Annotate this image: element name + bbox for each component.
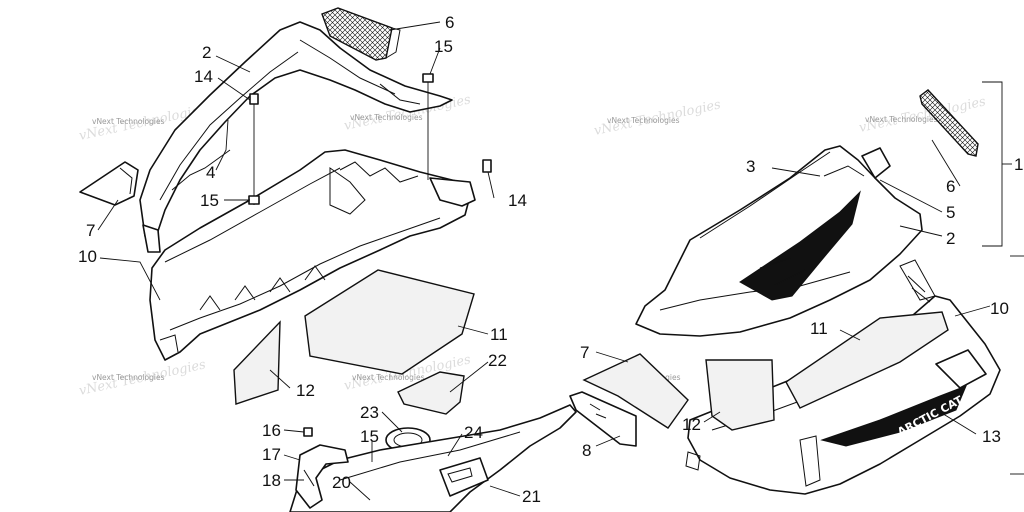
insulation-pad-right	[785, 311, 949, 409]
mount-bracket	[295, 444, 349, 509]
callout-5: 5	[946, 203, 955, 222]
callout-20: 20	[332, 473, 351, 492]
callout-23: 23	[360, 403, 379, 422]
callout-14-left-right: 14	[508, 191, 527, 210]
callout-15-left-top: 15	[434, 37, 453, 56]
callout-4: 4	[206, 163, 215, 182]
side-pad-left	[233, 320, 281, 405]
callout-15-left-bottom: 15	[360, 427, 379, 446]
callout-12-right: 12	[682, 415, 701, 434]
trim-pad-22	[397, 371, 465, 415]
callout-8: 8	[582, 441, 591, 460]
lower-hood-left	[149, 149, 476, 361]
assembly-bracket-1	[982, 81, 1012, 247]
upper-hood-left	[139, 21, 453, 253]
watermark: vNext Technologies	[607, 116, 680, 125]
watermark: vNext Technologies	[865, 115, 938, 124]
side-grille-8	[569, 391, 637, 447]
upper-hood-right	[635, 145, 923, 337]
callout-7-right: 7	[580, 343, 589, 362]
callout-3: 3	[746, 157, 755, 176]
callout-17: 17	[262, 445, 281, 464]
callout-11-right: 11	[810, 319, 828, 338]
callout-6-right: 6	[946, 177, 955, 196]
insulation-pad-left	[304, 269, 475, 375]
callout-numbers: 2 14 6 15 4 14 15 7 10 11 22 12 23 24 16…	[78, 13, 1023, 506]
windshield-left	[79, 161, 139, 206]
lower-console	[289, 404, 577, 512]
callout-13: 13	[982, 427, 1001, 446]
callout-22: 22	[488, 351, 507, 370]
callout-21: 21	[522, 487, 541, 506]
callout-18: 18	[262, 471, 281, 490]
windshield-right	[582, 353, 689, 429]
callout-12-left: 12	[296, 381, 315, 400]
callout-7-left: 7	[86, 221, 95, 240]
callout-16: 16	[262, 421, 281, 440]
callout-11-left: 11	[490, 325, 508, 344]
callout-14-left-top: 14	[194, 67, 213, 86]
callout-10-left: 10	[78, 247, 97, 266]
vent-grille-right	[919, 89, 979, 157]
side-pad-right	[705, 359, 775, 431]
watermark: vNext Technologies	[92, 373, 165, 382]
edge-marks	[1010, 255, 1024, 475]
callout-24: 24	[464, 423, 483, 442]
callout-2-right: 2	[946, 229, 955, 248]
callout-6-left: 6	[445, 13, 454, 32]
leader-lines	[97, 21, 991, 501]
callout-2-left: 2	[202, 43, 211, 62]
watermark: vNext Technologies	[92, 117, 165, 126]
watermark: vNext Technologies	[352, 373, 425, 382]
callout-1: 1	[1014, 155, 1023, 174]
watermark: vNext Technologies	[350, 113, 423, 122]
callout-10-right: 10	[990, 299, 1009, 318]
callout-15-left-mid: 15	[200, 191, 219, 210]
